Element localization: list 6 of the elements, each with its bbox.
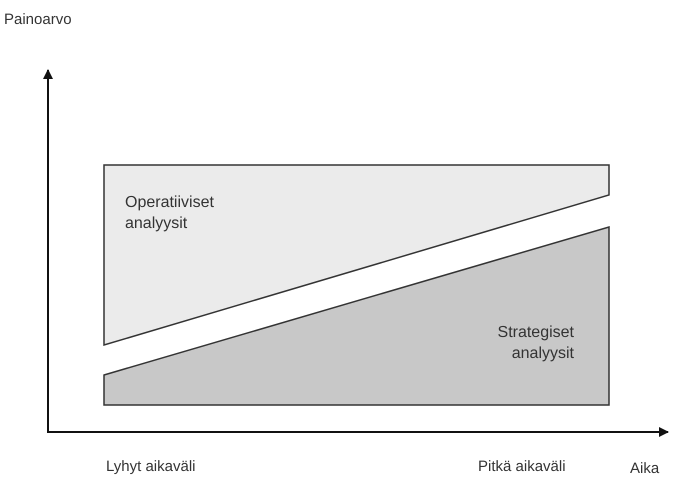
axis-title: Aika bbox=[630, 459, 660, 479]
tick-label: Pitkä aikaväli bbox=[478, 457, 566, 477]
axis-title: Painoarvo bbox=[4, 10, 72, 30]
area-label: Operatiiviset analyysit bbox=[125, 193, 215, 234]
tick-label: Lyhyt aikaväli bbox=[106, 457, 196, 477]
area-label: Strategiset analyysit bbox=[496, 323, 574, 364]
